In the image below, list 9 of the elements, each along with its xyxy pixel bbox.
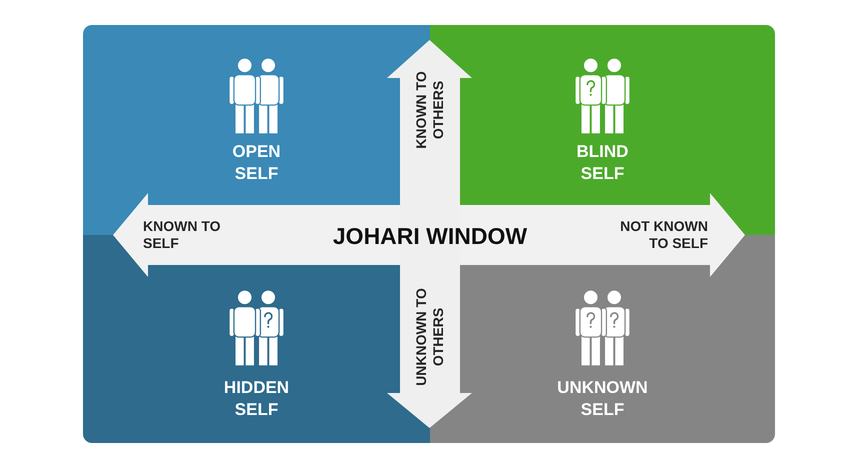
quadrant-title: UNKNOWN SELF <box>557 377 648 421</box>
quadrant-title: HIDDEN SELF <box>224 377 290 421</box>
quadrant-title: BLIND SELF <box>576 141 628 185</box>
axis-label: KNOWN TO SELF <box>143 218 222 252</box>
quadrant-title: OPEN SELF <box>232 141 281 185</box>
diagram-title: JOHARI WINDOW <box>332 223 528 249</box>
axis-label: KNOWN TO OTHERS <box>413 70 447 151</box>
axis-label: UNKNOWN TO OTHERS <box>413 287 447 388</box>
axis-label: NOT KNOWN TO SELF <box>619 218 708 252</box>
